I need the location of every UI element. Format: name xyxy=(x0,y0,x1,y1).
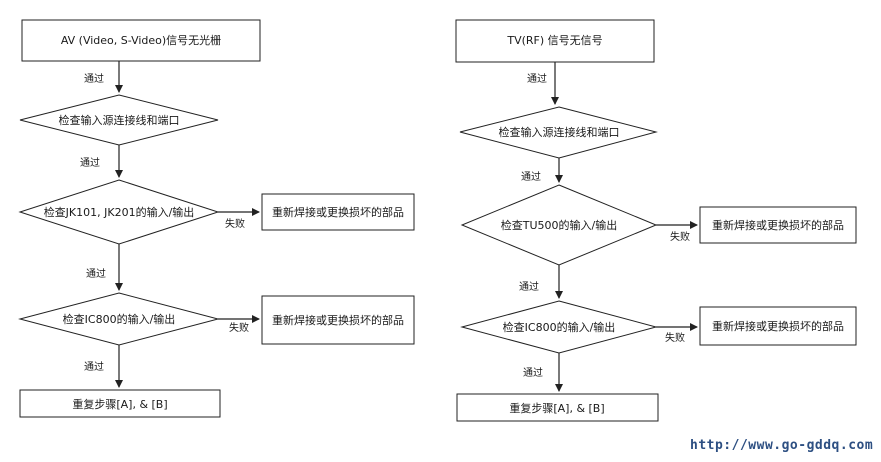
right-check3-label: 检查IC800的输入/输出 xyxy=(503,320,616,334)
left-end-box xyxy=(19,389,221,418)
right-fix1-box xyxy=(699,206,857,244)
left-start-box xyxy=(21,19,261,62)
left-start-label: AV (Video, S-Video)信号无光栅 xyxy=(61,33,221,47)
right-pass-label-3: 通过 xyxy=(519,280,539,293)
right-check1-label: 检查输入源连接线和端口 xyxy=(499,125,620,139)
right-fix1-label: 重新焊接或更换损坏的部品 xyxy=(712,218,844,232)
left-fail-label-2: 失败 xyxy=(229,321,249,334)
left-check1-label: 检查输入源连接线和端口 xyxy=(59,113,180,127)
left-fix2-box xyxy=(261,295,415,345)
left-check2-label: 检查JK101, JK201的输入/输出 xyxy=(44,205,195,219)
right-pass-label-4: 通过 xyxy=(523,366,543,379)
left-pass-label-1: 通过 xyxy=(84,72,104,85)
right-fix2-label: 重新焊接或更换损坏的部品 xyxy=(712,319,844,333)
right-end-label: 重复步骤[A], & [B] xyxy=(509,401,604,415)
right-start-box xyxy=(455,19,655,63)
left-flowchart: AV (Video, S-Video)信号无光栅 通过 检查输入源连接线和端口 … xyxy=(18,19,415,418)
right-start-label: TV(RF) 信号无信号 xyxy=(506,34,602,47)
right-fail-label-1: 失败 xyxy=(670,230,690,243)
right-fix2-box xyxy=(699,306,857,346)
left-fix1-label: 重新焊接或更换损坏的部品 xyxy=(272,205,404,219)
right-check2-label: 检查TU500的输入/输出 xyxy=(501,218,617,232)
right-fail-label-2: 失败 xyxy=(665,331,685,344)
right-pass-label-1: 通过 xyxy=(527,72,547,85)
left-fix2-label: 重新焊接或更换损坏的部品 xyxy=(272,313,404,327)
left-end-label: 重复步骤[A], & [B] xyxy=(72,397,167,411)
left-check3-label: 检查IC800的输入/输出 xyxy=(63,312,176,326)
website-watermark: http://www.go-gddq.com xyxy=(690,438,874,453)
left-pass-label-3: 通过 xyxy=(86,267,106,280)
left-fix1-box xyxy=(261,193,415,231)
right-flowchart: TV(RF) 信号无信号 通过 检查输入源连接线和端口 通过 检查TU500的输… xyxy=(455,19,857,422)
left-pass-label-2: 通过 xyxy=(80,156,100,169)
right-end-box xyxy=(456,393,659,422)
left-fail-label-1: 失败 xyxy=(225,217,245,230)
left-pass-label-4: 通过 xyxy=(84,360,104,373)
right-pass-label-2: 通过 xyxy=(521,170,541,183)
